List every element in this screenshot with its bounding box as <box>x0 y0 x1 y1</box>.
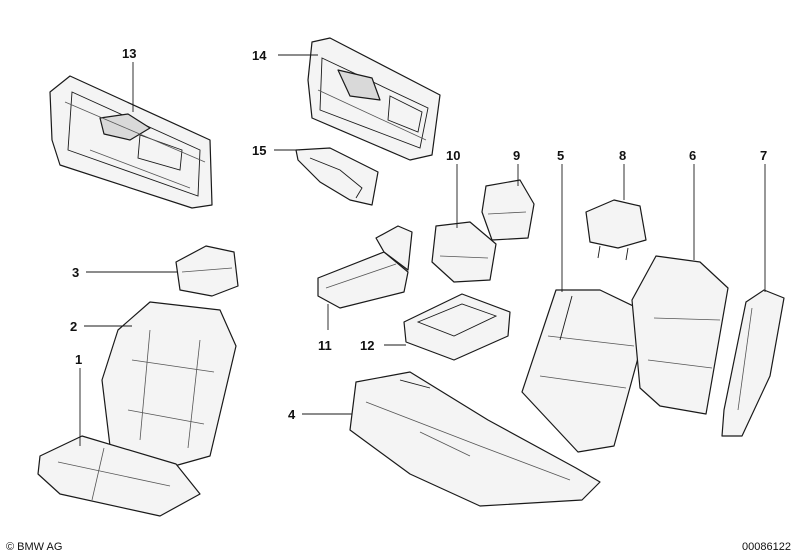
part-2-front-backrest[interactable] <box>101 301 237 471</box>
part-6-rear-backrest-right[interactable] <box>631 255 729 415</box>
part-3-front-headrest[interactable] <box>175 245 239 297</box>
callout-labels: 13 14 15 10 9 5 8 6 7 3 2 1 11 12 4 <box>70 46 767 422</box>
part-13-front-door-panel[interactable] <box>49 75 213 209</box>
callout-11: 11 <box>318 338 332 353</box>
part-1-front-seat-cushion[interactable] <box>37 435 201 517</box>
callout-5: 5 <box>557 148 564 163</box>
part-12-armrest-frame[interactable] <box>403 293 511 361</box>
callout-12: 12 <box>360 338 374 353</box>
callout-1: 1 <box>75 352 82 367</box>
callout-7: 7 <box>760 148 767 163</box>
part-11-armrest-cover[interactable] <box>317 225 413 309</box>
callout-15: 15 <box>252 143 266 158</box>
part-14-rear-door-panel[interactable] <box>307 37 441 161</box>
part-9-rear-headrest[interactable] <box>481 179 535 241</box>
part-4-rear-seat-cushion[interactable] <box>349 371 601 507</box>
callout-2: 2 <box>70 319 77 334</box>
leader-lines <box>79 54 766 446</box>
callout-10: 10 <box>446 148 460 163</box>
callout-13: 13 <box>122 46 136 61</box>
copyright-text: © BMW AG <box>6 541 63 553</box>
callout-9: 9 <box>513 148 520 163</box>
part-10-armrest-cushion[interactable] <box>431 221 497 283</box>
part-5-rear-backrest-left[interactable] <box>521 289 651 453</box>
callout-4: 4 <box>288 407 296 422</box>
callout-8: 8 <box>619 148 626 163</box>
callout-3: 3 <box>72 265 79 280</box>
diagram-number: 00086122 <box>742 541 791 553</box>
part-7-side-bolster[interactable] <box>721 289 785 437</box>
callout-6: 6 <box>689 148 696 163</box>
callout-14: 14 <box>252 48 267 63</box>
part-15-armrest-insert[interactable] <box>295 147 379 206</box>
part-8-rear-headrest-right[interactable] <box>585 199 647 261</box>
